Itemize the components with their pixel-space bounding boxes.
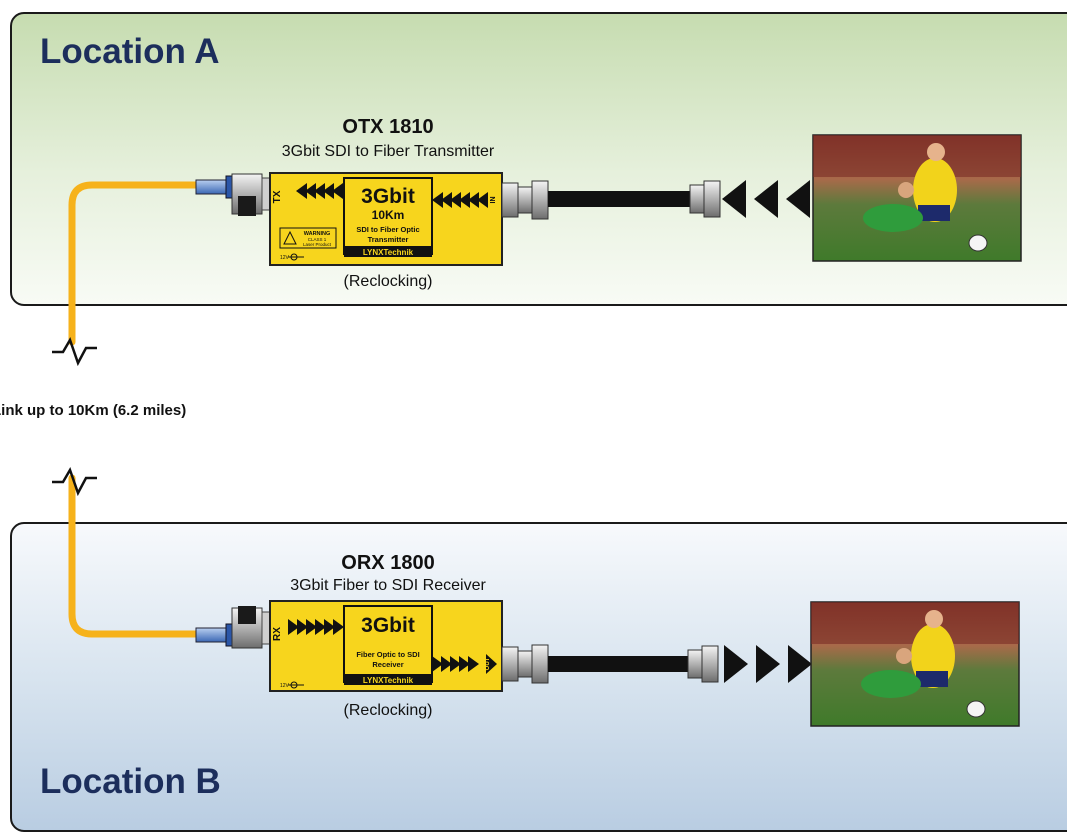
receiver-note: (Reclocking) [343, 702, 433, 719]
transmitter-in-label: IN [490, 197, 497, 204]
receiver-badge-desc-1: Fiber Optic to SDI [356, 650, 419, 659]
receiver-badge-main: 3Gbit [361, 614, 415, 637]
fiber-break-icon [52, 467, 97, 497]
location-a-title: Location A [40, 32, 220, 71]
transmitter-warning-line-2: Laser Product [303, 242, 332, 247]
transmitter-badge-desc-1: SDI to Fiber Optic [356, 225, 419, 234]
fiber-cable [68, 181, 204, 638]
transmitter-name: OTX 1810 [342, 116, 434, 138]
transmitter-power-label: 12V [280, 255, 290, 261]
receiver-description: 3Gbit Fiber to SDI Receiver [290, 577, 486, 594]
signal-arrow-icon [724, 645, 812, 683]
receiver-device: RX OUT 3Gbit Fiber Optic to SDI Receiver… [269, 600, 503, 692]
fiber-break-icon [52, 337, 97, 367]
coax-cable [548, 656, 688, 672]
fiber-connector-icon [195, 606, 275, 649]
transmitter-warning-title: WARNING [304, 231, 331, 237]
signal-arrow-icon [722, 180, 810, 218]
transmitter-badge-desc-2: Transmitter [368, 235, 409, 244]
transmitter-port-label: TX [272, 190, 283, 203]
transmitter-description: 3Gbit SDI to Fiber Transmitter [281, 143, 495, 160]
fiber-link-label: Link up to 10Km (6.2 miles) [0, 402, 187, 419]
bnc-connector-icon [687, 645, 719, 683]
receiver-out-label: OUT [485, 657, 491, 670]
fiber-connector-icon [195, 173, 275, 216]
receiver-badge-desc-2: Receiver [372, 660, 403, 669]
receiver-brand: LYNXTechnik [363, 676, 414, 685]
diagram-graphics: TX IN 3Gbit 10Km SDI to Fiber Optic Tran… [52, 134, 1022, 727]
receiver-name: ORX 1800 [341, 552, 435, 574]
transmitter-badge-main: 3Gbit [361, 185, 415, 208]
transmitter-badge-sub: 10Km [372, 208, 405, 222]
location-b-title: Location B [40, 762, 221, 801]
coax-cable [548, 191, 690, 207]
bnc-connector-icon [501, 644, 549, 684]
transmitter-note: (Reclocking) [343, 273, 433, 290]
receiver-power-label: 12V [280, 683, 290, 689]
receiver-port-label: RX [272, 627, 283, 641]
video-monitor-icon [810, 601, 1020, 727]
bnc-connector-icon [689, 180, 721, 218]
transmitter-warning-line-1: CLASS 1 [308, 237, 327, 242]
transmitter-brand: LYNXTechnik [363, 248, 414, 257]
bnc-connector-icon [501, 180, 549, 220]
video-monitor-icon [812, 134, 1022, 262]
transmitter-device: TX IN 3Gbit 10Km SDI to Fiber Optic Tran… [269, 172, 503, 266]
